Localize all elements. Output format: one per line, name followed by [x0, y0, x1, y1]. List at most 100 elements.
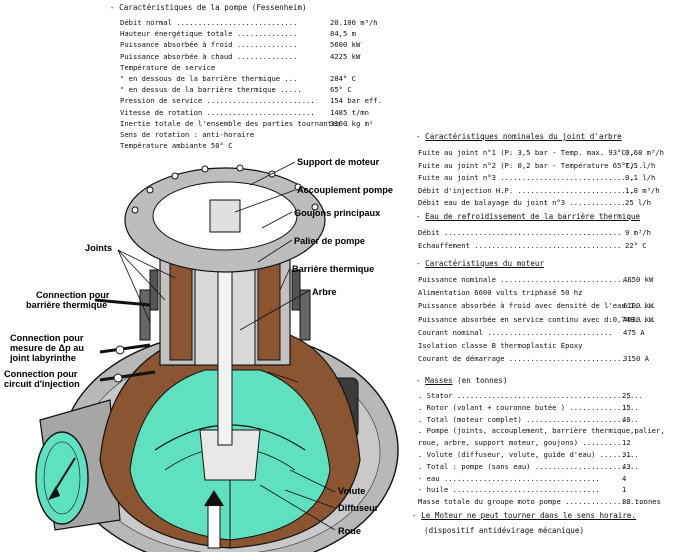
callout-conn-injection-1: Connection pour	[4, 369, 78, 379]
spec-value: 3150 A	[623, 354, 649, 364]
spec-row: Inertie totale de l'ensemble des parties…	[120, 118, 373, 128]
spec-value: 9 m³/h	[625, 228, 651, 237]
spec-row: Sens de rotation : anti-horaire	[120, 130, 254, 139]
spec-label: Inertie totale de l'ensemble des parties…	[120, 118, 350, 128]
spec-label: Fuite au joint n°2 (P: 0,2 bar - Tempéra…	[418, 160, 644, 170]
spec-value: 6100 kW	[623, 301, 654, 311]
spec-label: Echauffement ...........................…	[418, 240, 622, 250]
callout-barriere: Barrière thermique	[292, 264, 375, 274]
spec-value: 4	[622, 473, 627, 483]
spec-value: 84,5 m	[330, 29, 356, 39]
spec-row: Courant de démarrage ...................…	[418, 354, 649, 364]
spec-value: 31	[622, 450, 631, 459]
spec-value: 4630 kW	[623, 314, 654, 324]
spec-value: 154 bar eff.	[330, 96, 382, 106]
spec-label: Hauteur énergétique totale .............…	[120, 29, 298, 39]
spec-row: Température ambiante 50° C	[120, 141, 233, 150]
spec-label: Puissance absorbée à froid .............…	[120, 40, 298, 50]
spec-label: Fuite au joint n°1 (P: 3,5 bar - Temp. m…	[418, 148, 639, 157]
spec-row: Débit d'injection H.P. .................…	[418, 186, 660, 195]
spec-row: Echauffement ...........................…	[418, 240, 647, 250]
spec-row: Fuite au joint n°1 (P: 3,5 bar - Temp. m…	[418, 148, 664, 157]
spec-value: 1,8 m³/h	[625, 185, 660, 195]
callout-conn-mesure-3: joint labyrinthe	[10, 353, 76, 363]
callout-conn-barriere-1: Connection pour	[36, 290, 110, 300]
spec-label: Alimentation 6600 volts triphasé 50 hz	[418, 288, 583, 298]
spec-row: " en dessous de la barrière thermique ..…	[120, 74, 356, 83]
masses-section-title: - Masses (en tonnes)	[416, 376, 508, 385]
callout-joints: Joints	[85, 243, 113, 253]
spec-row: Fuite au joint n°3 .....................…	[418, 173, 655, 182]
spec-label: . Volute (diffuseur, volute, guide d'eau…	[418, 450, 639, 459]
spec-label: Sens de rotation : anti-horaire	[120, 130, 255, 139]
callout-conn-mesure-1: Connection pour	[10, 333, 84, 343]
spec-label: Débit eau de balayage du joint n°3 .....…	[418, 198, 626, 207]
spec-value: 25	[622, 391, 631, 400]
spec-label: roue, arbre, support moteur, goujons) ..…	[418, 438, 622, 448]
callout-palier: Palier de pompe	[294, 236, 365, 246]
spec-value: 1	[622, 485, 627, 495]
callout-conn-mesure-2: mesure de Δp au	[10, 343, 85, 353]
motor-section-title: - Caractéristiques du moteur	[416, 259, 545, 268]
callout-accouplement-pompe: Accouplement pompe	[297, 185, 393, 195]
spec-row: . Total : pompe (sans eau) .............…	[418, 462, 639, 471]
spec-value: 25 l/h	[625, 198, 651, 207]
spec-label: Débit normal ...........................…	[120, 18, 298, 27]
spec-row: Masse totale du groupe moto pompe ......…	[418, 497, 661, 507]
motor-support-ring	[124, 164, 326, 273]
spec-label: Fuite au joint n°3 .....................…	[418, 173, 635, 182]
spec-row: . Volute (diffuseur, volute, guide d'eau…	[418, 450, 639, 459]
spec-value: 88 tonnes	[622, 497, 661, 507]
spec-label: Puissance nominale .....................…	[418, 275, 635, 284]
spec-value: 40	[622, 414, 631, 424]
callout-diffuseur: Diffuseur	[338, 503, 379, 513]
spec-value: 475 A	[623, 327, 645, 337]
spec-label: . Stator ...............................…	[418, 391, 644, 400]
spec-row: . Rotor (volant + couronne butée ) .....…	[418, 403, 639, 412]
spec-value: 43	[622, 461, 631, 471]
spec-row: Isolation classe B thermoplastic Epoxy	[418, 341, 582, 350]
spec-value: 12	[622, 438, 631, 448]
callout-support-moteur: Support de moteur	[297, 157, 380, 167]
cooling-section-title: - Eau de refroidissement de la barrière …	[416, 212, 641, 221]
spec-row: " en dessus de la barrière thermique ...…	[120, 85, 352, 95]
spec-row: - huile ................................…	[418, 485, 626, 495]
leader-lines	[117, 161, 336, 531]
spec-value: 15	[622, 402, 631, 412]
spec-value: 22° C	[625, 240, 647, 250]
spec-label: Puissance absorbée à froid avec densité …	[418, 301, 656, 311]
spec-label: Pression de service ....................…	[120, 96, 315, 106]
spec-label: Vitesse de rotation ....................…	[120, 107, 315, 117]
spec-label: . Pompe (joints, accouplement, barrière …	[418, 426, 665, 436]
spec-label: . Total : pompe (sans eau) .............…	[418, 461, 639, 471]
spec-label: Puissance absorbée à chaud .............…	[120, 51, 298, 61]
spec-label: Masse totale du groupe moto pompe ......…	[418, 497, 648, 507]
spec-row: Débit eau de balayage du joint n°3 .....…	[418, 198, 651, 207]
spec-value: 4650 kW	[623, 275, 654, 284]
spec-row: . Pompe (joints, accouplement, barrière …	[418, 426, 665, 435]
note-antidevirage: (dispositif antidévirage mécanique)	[424, 526, 585, 535]
callout-volute: Volute	[338, 486, 366, 496]
spec-row: Puissance absorbée à froid avec densité …	[418, 301, 656, 310]
spec-row: Courant nominal ........................…	[418, 327, 645, 337]
spec-value: 0,68 m³/h	[625, 148, 664, 157]
spec-label: Courant de démarrage ...................…	[418, 354, 626, 364]
spec-label: Isolation classe B thermoplastic Epoxy	[418, 341, 583, 350]
note-rotation: - Le Moteur ne peut tourner dans le sens…	[412, 511, 637, 520]
callout-goujons: Goujons principaux	[294, 208, 381, 218]
spec-label: Débit ..................................…	[418, 228, 622, 237]
spec-label: Courant nominal ........................…	[418, 327, 613, 337]
spec-row: Alimentation 6600 volts triphasé 50 hz	[418, 288, 582, 297]
spec-row: . Stator ...............................…	[418, 391, 643, 400]
spec-label: . Rotor (volant + couronne butée ) .....…	[418, 402, 639, 412]
spec-label: " en dessus de la barrière thermique ...…	[120, 85, 302, 95]
spec-row: Fuite au joint n°2 (P: 0,2 bar - Tempéra…	[418, 160, 655, 170]
spec-label: Température de service	[120, 62, 216, 72]
spec-row: Température de service	[120, 63, 215, 72]
callout-conn-injection-2: circuit d'injection	[4, 379, 80, 389]
spec-row: Débit normal ...........................…	[120, 18, 378, 27]
spec-label: Puissance absorbée en service continu av…	[418, 314, 656, 324]
spec-label: - eau ..................................…	[418, 473, 600, 483]
spec-row: - eau ..................................…	[418, 473, 626, 483]
spec-label: - huile ................................…	[418, 485, 600, 495]
